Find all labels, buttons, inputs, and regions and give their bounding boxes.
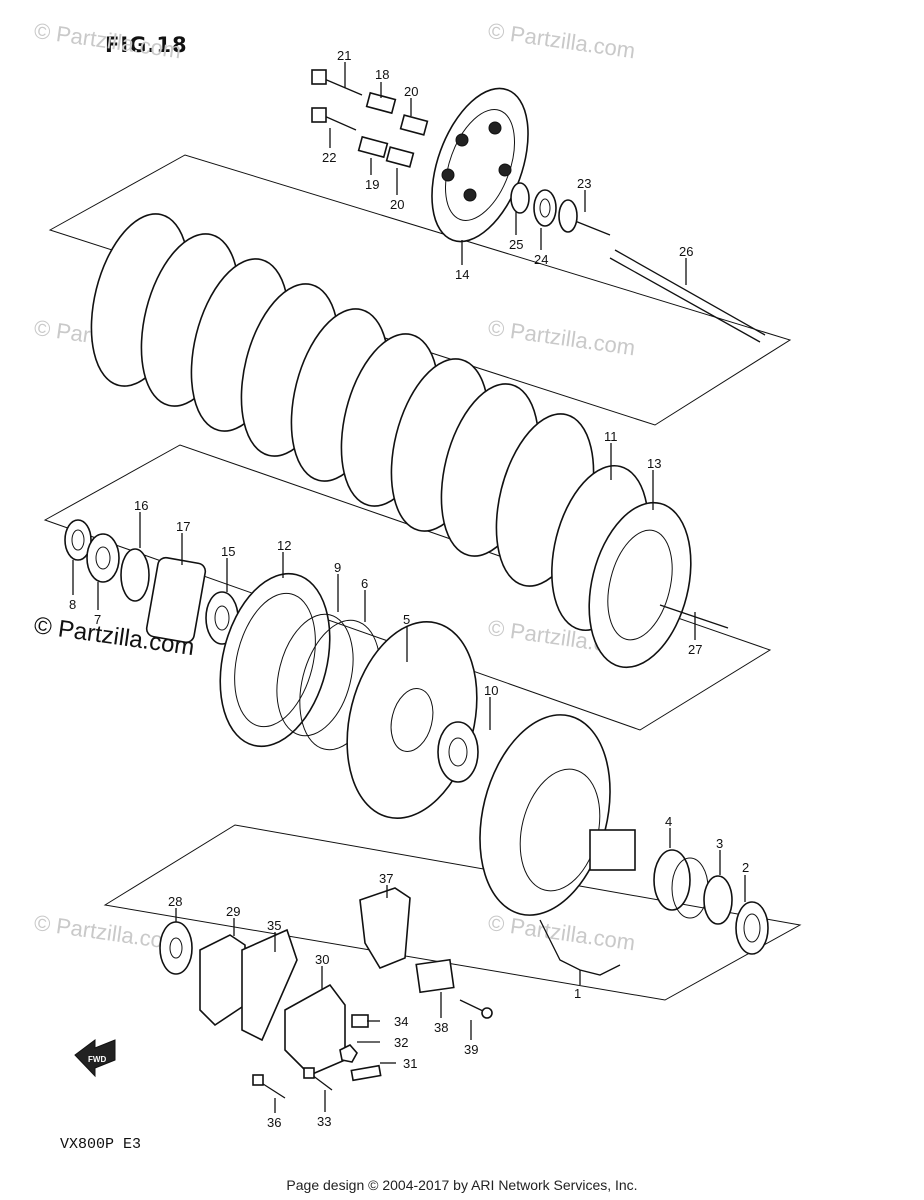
bolt-21 <box>311 69 363 96</box>
callout-29: 29 <box>226 904 240 919</box>
callout-11: 11 <box>604 429 618 444</box>
callout-15: 15 <box>221 544 235 559</box>
bolt-22 <box>311 107 357 131</box>
screw-39 <box>459 999 493 1019</box>
bolt-33 <box>303 1067 333 1091</box>
washer-25 <box>510 182 530 214</box>
callout-39: 39 <box>464 1042 478 1057</box>
cover-29 <box>199 934 246 1027</box>
oil-seal-8 <box>64 519 92 561</box>
callout-25: 25 <box>509 237 523 252</box>
bearing-24 <box>533 189 557 227</box>
spring-34 <box>351 1014 369 1028</box>
fwd-arrow-icon: FWD <box>74 1039 116 1078</box>
primary-driven-gear-1 <box>479 714 636 916</box>
callout-6: 6 <box>361 576 368 591</box>
callout-20b: 20 <box>390 197 404 212</box>
callout-26: 26 <box>679 244 693 259</box>
retainer-20a <box>399 114 429 136</box>
release-rod-23 <box>558 199 611 236</box>
figure-title: FIG.18 <box>105 33 188 57</box>
callout-10: 10 <box>484 683 498 698</box>
clutch-sleeve-hub-5 <box>346 621 478 819</box>
callout-9: 9 <box>334 560 341 575</box>
release-housing-30 <box>284 983 346 1076</box>
bolt-36 <box>252 1074 286 1099</box>
fwd-label: FWD <box>88 1055 106 1064</box>
callout-18: 18 <box>375 67 389 82</box>
clutch-plate-stack <box>90 213 692 669</box>
spring-18 <box>365 91 397 115</box>
callout-33: 33 <box>317 1114 331 1129</box>
pressure-plate <box>431 87 529 243</box>
callout-20a: 20 <box>404 84 418 99</box>
washer-2 <box>735 901 769 955</box>
callout-38: 38 <box>434 1020 448 1035</box>
callout-19: 19 <box>365 177 379 192</box>
callout-2: 2 <box>742 860 749 875</box>
callout-35: 35 <box>267 918 281 933</box>
footer-copyright: Page design © 2004-2017 by ARI Network S… <box>286 1177 638 1193</box>
gasket-35 <box>241 928 298 1042</box>
callout-24: 24 <box>534 252 548 267</box>
callout-12: 12 <box>277 538 291 553</box>
callout-23: 23 <box>577 176 591 191</box>
callout-36: 36 <box>267 1115 281 1130</box>
plate-38 <box>415 958 455 994</box>
model-code: VX800P E3 <box>60 1136 142 1153</box>
push-rod-26 <box>609 249 766 343</box>
callout-3: 3 <box>716 836 723 851</box>
callout-28: 28 <box>168 894 182 909</box>
spring-19 <box>357 135 389 159</box>
callout-27: 27 <box>688 642 702 657</box>
lower-plate-outline <box>103 824 802 1001</box>
nut-32 <box>339 1044 358 1063</box>
callout-13: 13 <box>647 456 661 471</box>
callout-14: 14 <box>455 267 469 282</box>
sleeve-16 <box>120 548 150 602</box>
washer-7 <box>86 533 120 583</box>
callout-17: 17 <box>176 519 190 534</box>
callout-4: 4 <box>665 814 672 829</box>
callout-1: 1 <box>574 986 581 1001</box>
bearing-28 <box>159 921 193 975</box>
callout-21: 21 <box>337 48 351 63</box>
leader-lines <box>72 62 746 1113</box>
bracket-37 <box>359 887 411 969</box>
retainer-20b <box>385 146 415 168</box>
callout-labels: 1 2 3 4 5 6 7 8 9 10 11 12 13 14 15 16 1… <box>69 48 749 1130</box>
callout-32: 32 <box>394 1035 408 1050</box>
spring-9 <box>276 613 354 737</box>
plate-17 <box>145 556 207 644</box>
callout-8: 8 <box>69 597 76 612</box>
callout-5: 5 <box>403 612 410 627</box>
plate-12 <box>219 572 331 748</box>
spacer-3 <box>703 875 733 925</box>
callout-31: 31 <box>403 1056 417 1071</box>
washer-10 <box>437 721 479 783</box>
callout-37: 37 <box>379 871 393 886</box>
rod-27 <box>659 604 729 629</box>
callout-16: 16 <box>134 498 148 513</box>
callout-34: 34 <box>394 1014 408 1029</box>
callout-30: 30 <box>315 952 329 967</box>
callout-22: 22 <box>322 150 336 165</box>
callout-7: 7 <box>94 612 101 627</box>
needle-bearing-4 <box>653 849 709 919</box>
stud-31 <box>350 1064 382 1082</box>
